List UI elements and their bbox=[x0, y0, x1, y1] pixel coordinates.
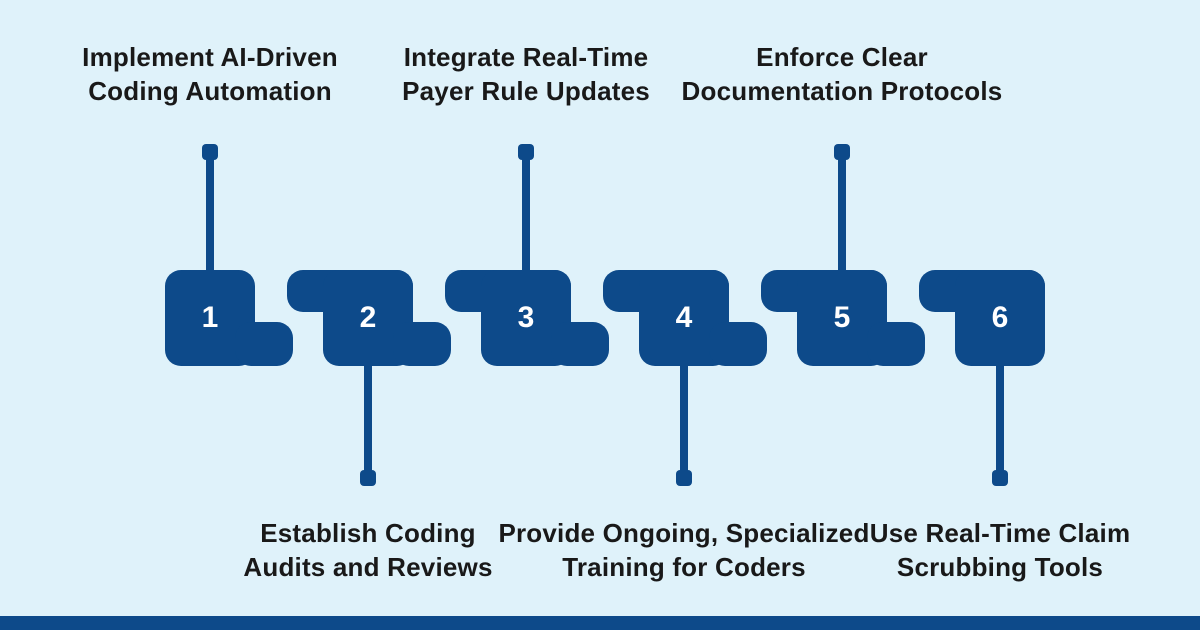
step-1: Implement AI-Driven Coding Automation 1 bbox=[0, 0, 430, 630]
step-5-block-tab bbox=[867, 322, 925, 366]
step-3-connector-line bbox=[522, 156, 530, 274]
step-5-number: 5 bbox=[833, 301, 851, 334]
step-6-connector-cap bbox=[992, 470, 1008, 486]
step-4-connector-cap bbox=[676, 470, 692, 486]
step-3: Integrate Real-Time Payer Rule Updates 3 bbox=[306, 0, 746, 630]
step-4: 4 Provide Ongoing, Specialized Training … bbox=[464, 0, 904, 630]
step-6-connector-line bbox=[996, 362, 1004, 474]
step-1-number: 1 bbox=[201, 301, 219, 334]
step-4-block-tab bbox=[709, 322, 767, 366]
step-1-block-tab bbox=[235, 322, 293, 366]
step-6-block bbox=[955, 270, 1045, 366]
step-1-label: Implement AI-Driven Coding Automation bbox=[82, 42, 338, 106]
step-4-label: Provide Ongoing, Specialized Training fo… bbox=[498, 518, 870, 582]
step-6: 6 Use Real-Time Claim Scrubbing Tools bbox=[780, 0, 1200, 630]
footer-brand-strip bbox=[0, 616, 1200, 630]
step-4-number: 4 bbox=[675, 301, 693, 334]
step-2-block-tab bbox=[393, 322, 451, 366]
step-4-connector-line bbox=[680, 362, 688, 474]
step-5-label: Enforce Clear Documentation Protocols bbox=[681, 42, 1003, 106]
step-2-label: Establish Coding Audits and Reviews bbox=[243, 518, 493, 582]
step-2-number: 2 bbox=[359, 301, 377, 334]
step-6-number: 6 bbox=[991, 301, 1009, 334]
step-5: Enforce Clear Documentation Protocols 5 bbox=[622, 0, 1062, 630]
step-6-label: Use Real-Time Claim Scrubbing Tools bbox=[869, 518, 1131, 582]
step-5-connector-line bbox=[838, 156, 846, 274]
step-3-label: Integrate Real-Time Payer Rule Updates bbox=[402, 42, 650, 106]
step-2-connector-cap bbox=[360, 470, 376, 486]
step-3-block-tab bbox=[551, 322, 609, 366]
step-1-connector-line bbox=[206, 156, 214, 274]
step-2-connector-line bbox=[364, 362, 372, 474]
step-3-number: 3 bbox=[517, 301, 535, 334]
step-2: 2 Establish Coding Audits and Reviews bbox=[148, 0, 588, 630]
